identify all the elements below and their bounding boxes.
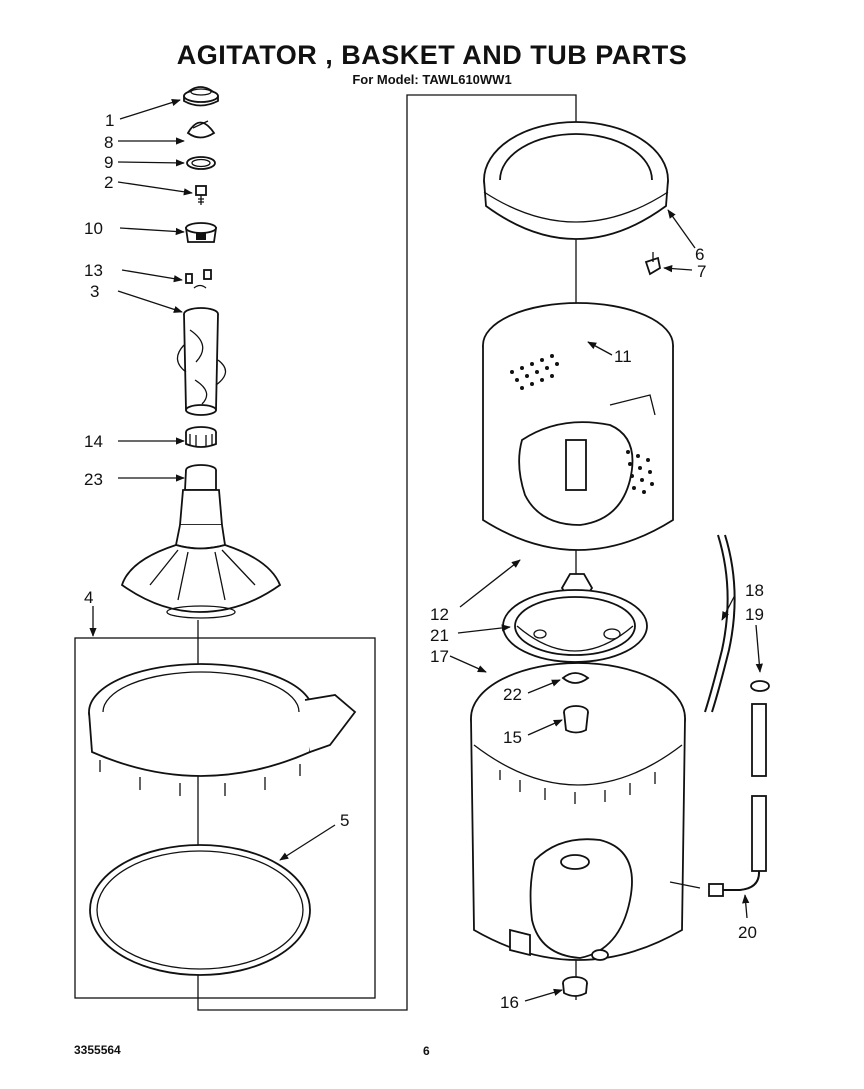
wash-basket (482, 302, 674, 551)
model-subtitle: For Model: TAWL610WW1 (352, 72, 512, 87)
callout-labels: 1 8 9 2 10 13 3 14 23 4 5 6 7 11 12 21 1… (84, 111, 764, 1012)
agitator-barrel (176, 307, 227, 416)
agitator-cap-insert (186, 120, 216, 139)
page-number: 6 (423, 1044, 430, 1058)
tub-ring-clip (644, 252, 662, 276)
callout-15: 15 (503, 728, 522, 747)
callout-7: 7 (697, 262, 706, 281)
part-group-box (74, 637, 376, 999)
callout-23: 23 (84, 470, 103, 489)
drain-grommet (562, 976, 588, 997)
tub-ring-seal (89, 844, 311, 976)
document-number: 3355564 (74, 1043, 121, 1057)
callout-1: 1 (105, 111, 114, 130)
agitator-cap (183, 86, 219, 107)
callout-14: 14 (84, 432, 103, 451)
splash-ring (88, 663, 357, 796)
callout-6: 6 (695, 245, 704, 264)
bolt (195, 185, 207, 205)
callout-11: 11 (614, 347, 632, 366)
callout-10: 10 (84, 219, 103, 238)
callout-13: 13 (84, 261, 103, 280)
callout-22: 22 (503, 685, 522, 704)
callout-17: 17 (430, 647, 449, 666)
agitator-coupling (185, 426, 217, 448)
callout-4: 4 (84, 588, 93, 607)
callout-12: 12 (430, 605, 449, 624)
agitator-cam (184, 222, 218, 243)
fill-hose (704, 534, 770, 713)
callout-5: 5 (340, 811, 349, 830)
callout-8: 8 (104, 133, 113, 152)
callout-9: 9 (104, 153, 113, 172)
callout-3: 3 (90, 282, 99, 301)
callout-18: 18 (745, 581, 764, 600)
page-title: AGITATOR , BASKET AND TUB PARTS (176, 40, 688, 70)
drain-hose (708, 703, 767, 897)
agitator-base (120, 464, 282, 619)
centre-post-seal (563, 705, 589, 734)
callout-leaders (89, 99, 763, 1002)
seal-ring (186, 156, 216, 170)
snubber-spring (561, 672, 590, 684)
callout-20: 20 (738, 923, 757, 942)
callout-16: 16 (500, 993, 519, 1012)
callout-19: 19 (745, 605, 764, 624)
basket-support (502, 589, 648, 663)
callout-21: 21 (430, 626, 449, 645)
callout-2: 2 (104, 173, 113, 192)
dog-clips (185, 269, 212, 289)
tub-ring (483, 121, 669, 240)
